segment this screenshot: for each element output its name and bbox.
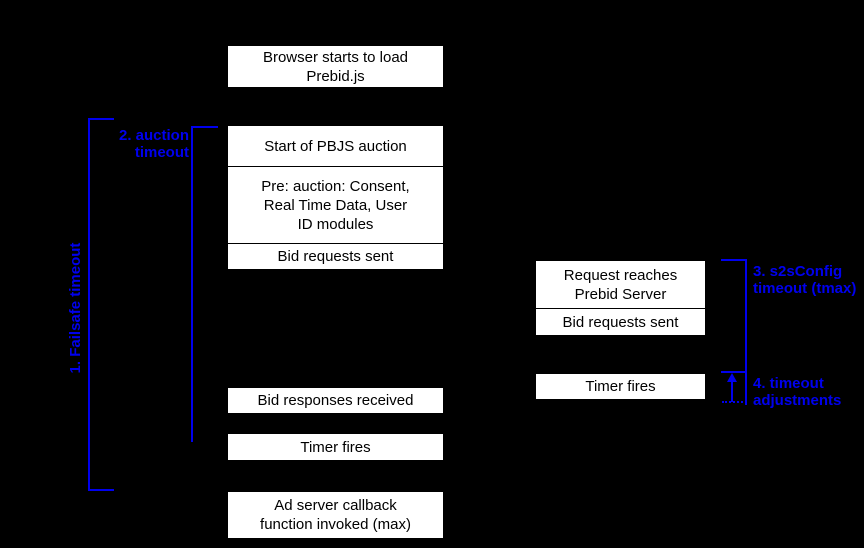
label-s2sconfig-timeout: 3. s2sConfig timeout (tmax) xyxy=(753,263,864,297)
up-arrow-stem xyxy=(731,381,733,402)
label-line: 4. timeout xyxy=(753,375,824,392)
label-line: timeout (tmax) xyxy=(753,280,857,297)
failsafe-bracket-top-tick xyxy=(88,118,114,120)
event-box-line: Pre: auction: Consent, xyxy=(261,177,410,195)
label-line: 2. auction xyxy=(118,127,189,144)
event-box-ad-server-callback: Ad server callback function invoked (max… xyxy=(227,491,444,539)
label-failsafe-timeout: 1. Failsafe timeout xyxy=(67,242,84,374)
event-box-line: Request reaches xyxy=(563,266,678,284)
event-box-line: Bid responses received xyxy=(257,392,414,409)
event-box-line: Prebid Server xyxy=(574,285,667,303)
event-box-line: Timer fires xyxy=(300,438,371,456)
event-box-line: ID modules xyxy=(297,215,374,233)
event-box-line: Browser starts to load xyxy=(262,48,409,66)
s2s-bracket-line xyxy=(745,259,747,405)
event-box-timer-fires-client: Timer fires xyxy=(227,433,444,461)
event-box-request-reaches-server: Request reaches Prebid Server xyxy=(535,260,706,309)
label-auction-timeout: 2. auction timeout xyxy=(89,127,189,161)
event-box-line: Ad server callback xyxy=(274,497,397,514)
event-box-line: function invoked (max) xyxy=(260,516,411,533)
timeout-adjustment-dotted-line xyxy=(722,401,747,403)
s2s-bracket-top-tick xyxy=(721,259,747,261)
event-box-line: Real Time Data, User xyxy=(263,196,408,214)
label-line: adjustments xyxy=(753,392,842,409)
event-box-line: Start of PBJS auction xyxy=(264,137,407,155)
event-box-bid-responses-received: Bid responses received xyxy=(227,387,444,414)
label-line: timeout xyxy=(134,144,189,161)
event-box-bid-requests-sent: Bid requests sent xyxy=(227,243,444,270)
auction-bracket-line xyxy=(191,126,193,442)
event-box-start-auction: Start of PBJS auction xyxy=(227,125,444,167)
event-box-timer-fires-server: Timer fires xyxy=(535,373,706,400)
event-box-browser-load: Browser starts to load Prebid.js xyxy=(227,45,444,88)
s2s-bracket-mid-tick xyxy=(721,371,747,373)
failsafe-bracket-line xyxy=(88,118,90,491)
event-box-line: Bid requests sent xyxy=(277,248,394,265)
failsafe-bracket-bottom-tick xyxy=(88,489,114,491)
event-box-line: Timer fires xyxy=(585,378,656,395)
event-box-pre-auction-modules: Pre: auction: Consent, Real Time Data, U… xyxy=(227,166,444,244)
label-timeout-adjustments: 4. timeout adjustments xyxy=(753,375,864,409)
up-arrow-icon xyxy=(727,373,737,382)
event-box-line: Prebid.js xyxy=(306,67,365,85)
event-box-line: Bid requests sent xyxy=(562,313,679,331)
auction-bracket-top-tick xyxy=(191,126,218,128)
label-line: 3. s2sConfig xyxy=(753,263,843,280)
event-box-bid-requests-sent-server: Bid requests sent xyxy=(535,308,706,336)
